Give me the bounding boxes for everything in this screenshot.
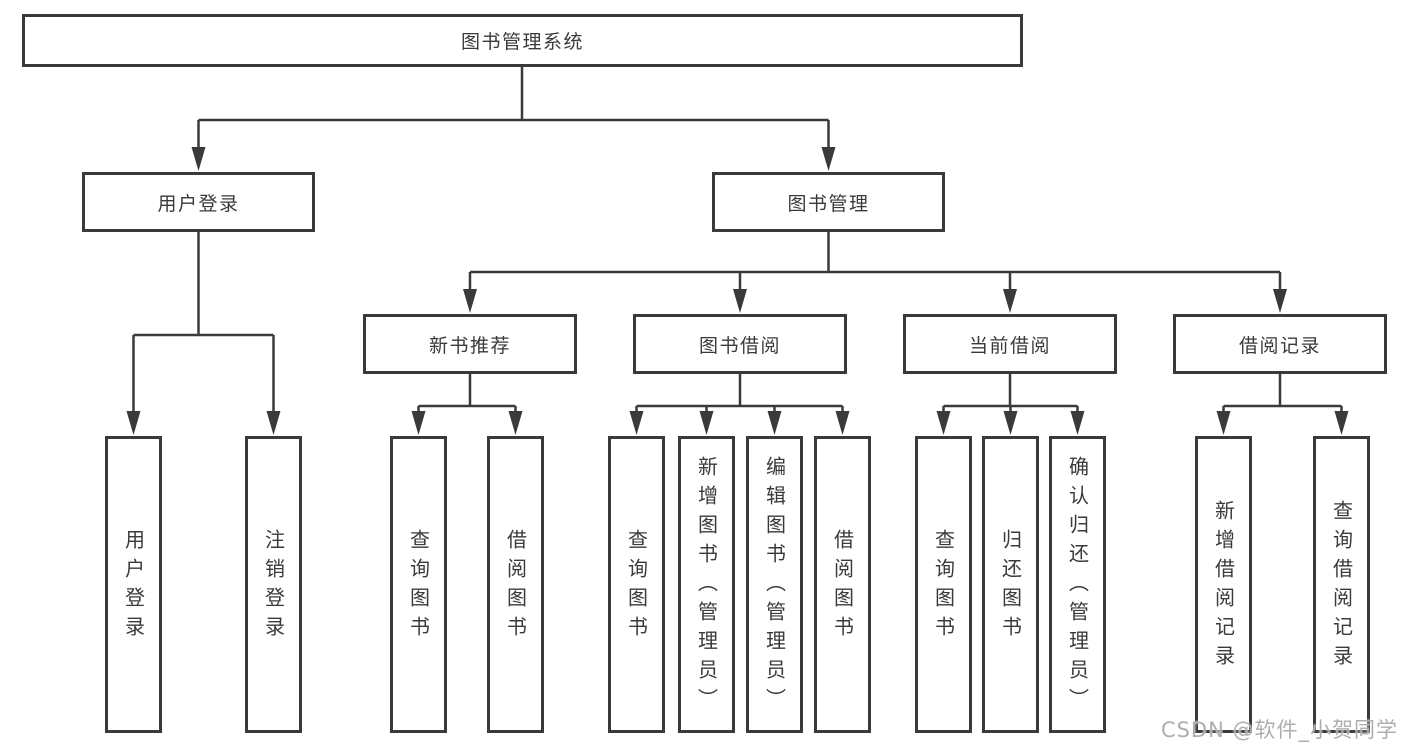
arrow-down-icon [629,411,644,435]
csdn-watermark: CSDN @软件_小贺同学 [1160,718,1398,742]
connector-path [417,374,517,414]
arrow-down-icon [1334,411,1349,435]
arrow-down-icon [767,411,782,435]
arrow-down-icon [411,411,426,435]
arrow-down-icon [1216,411,1231,435]
arrow-down-icon [936,411,951,435]
connector-path [942,374,1079,414]
node-borrow-books-2: 借阅图书 [814,436,871,733]
node-edit-book-admin: 编辑图书（管理员） [746,436,803,733]
node-return-books: 归还图书 [982,436,1039,733]
node-user-login: 用户登录 [82,172,315,232]
arrow-down-icon [508,411,523,435]
node-confirm-return-admin: 确认归还（管理员） [1049,436,1106,733]
node-add-borrow-record: 新增借阅记录 [1195,436,1252,733]
arrow-down-icon [1003,289,1017,313]
arrow-down-icon [1273,289,1287,313]
node-query-books-2: 查询图书 [608,436,665,733]
node-book-borrowing: 图书借阅 [633,314,847,374]
arrow-down-icon [733,289,747,313]
arrow-down-icon [1070,411,1085,435]
arrow-down-icon [266,411,281,435]
arrow-down-icon [821,147,836,171]
node-new-book-recommendation: 新书推荐 [363,314,577,374]
arrow-down-icon [1003,411,1018,435]
arrow-down-icon [699,411,714,435]
connector-path [132,232,275,414]
node-book-management: 图书管理 [712,172,945,232]
arrow-down-icon [463,289,477,313]
node-add-book-admin: 新增图书（管理员） [678,436,735,733]
connector-path [635,374,844,414]
node-query-books-1: 查询图书 [390,436,447,733]
arrow-down-icon [835,411,850,435]
node-borrowing-records: 借阅记录 [1173,314,1387,374]
node-query-borrow-record: 查询借阅记录 [1313,436,1370,733]
connector-path [197,67,830,150]
node-query-books-3: 查询图书 [915,436,972,733]
node-borrow-books-1: 借阅图书 [487,436,544,733]
node-logout: 注销登录 [245,436,302,733]
node-library-management-system: 图书管理系统 [22,14,1023,67]
connector-path [1222,374,1343,414]
arrow-down-icon [191,147,206,171]
node-current-borrowing: 当前借阅 [903,314,1117,374]
connector-path [468,232,1282,292]
arrow-down-icon [126,411,141,435]
node-user-login-leaf: 用户登录 [105,436,162,733]
